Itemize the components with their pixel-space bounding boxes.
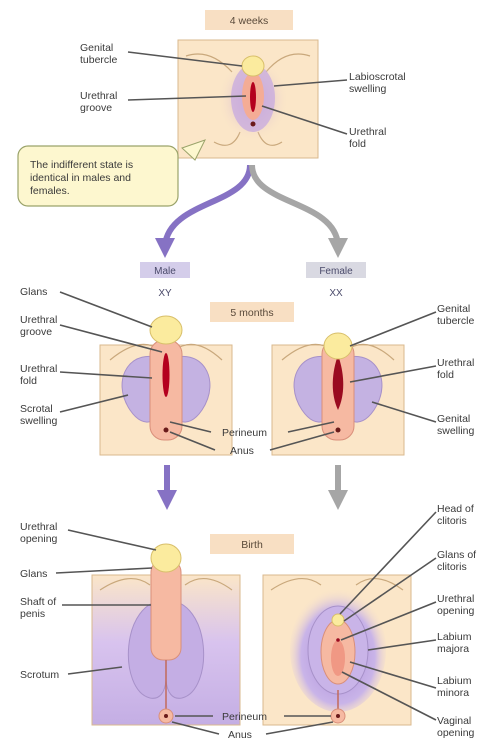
header-birth: Birth [241,539,263,551]
female-karyotype: XX [329,288,343,299]
male-tag: Male [154,266,176,277]
stage1-indifferent-body [178,40,318,158]
label-scrotum: Scrotum [20,669,59,681]
stage2-female-body [272,333,404,455]
label-glans-birth: Glans [20,568,47,580]
label-perineum-birth: Perineum [222,711,267,723]
male-karyotype: XY [158,288,172,299]
header-4-weeks: 4 weeks [230,15,269,27]
header-5-months: 5 months [230,307,273,319]
female-branch-arrow [252,165,348,258]
label-anus-birth: Anus [228,729,252,741]
label-glans-5m: Glans [20,286,47,298]
label-perineum-5m: Perineum [222,427,267,439]
stage3-male-body [92,544,240,725]
female-down-arrow [328,465,348,510]
male-down-arrow [157,465,177,510]
stage2-male-body [100,316,232,455]
female-tag: Female [319,266,353,277]
stage3-female-body [263,575,411,725]
label-anus-5m: Anus [230,445,254,457]
